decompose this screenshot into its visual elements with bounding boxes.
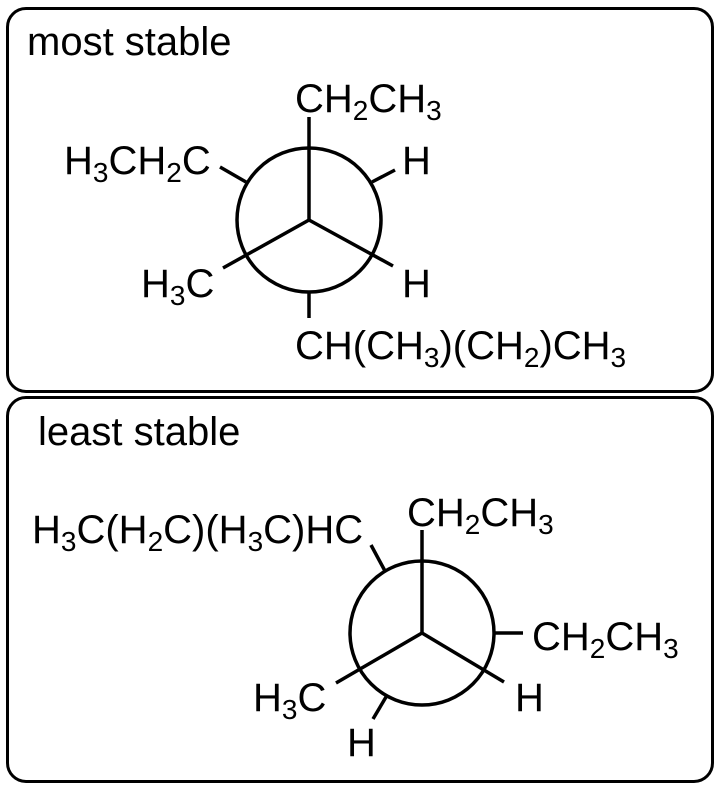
least-front-lower-left-group: H3C — [253, 676, 327, 725]
front-bond-lower-left — [222, 218, 310, 270]
front-bond-lower-left — [335, 631, 423, 685]
back-bond-lower-left — [371, 696, 388, 720]
most-stable-panel — [6, 7, 714, 393]
least-back-upper-left-group: H3C(H2C)(H3C)HC — [32, 508, 364, 557]
most-stable-title: most stable — [27, 20, 232, 64]
most-back-upper-left-group: H3CH2C — [64, 139, 211, 188]
least-stable-title: least stable — [38, 410, 241, 454]
least-front-lower-right-group: H — [515, 676, 544, 720]
most-front-top-group: CH2CH3 — [295, 77, 442, 126]
front-bond-lower-right — [421, 631, 505, 684]
most-front-lower-left-group: H3C — [141, 262, 215, 311]
most-front-lower-right-group: H — [402, 262, 431, 306]
front-bond-lower-right — [308, 218, 394, 268]
least-back-right-group: CH2CH3 — [532, 615, 679, 664]
most-back-upper-right-group: H — [402, 139, 431, 183]
back-bond-upper-left — [219, 165, 247, 184]
back-bond-upper-right — [371, 168, 396, 184]
least-stable-panel — [6, 396, 714, 783]
least-front-top-group: CH2CH3 — [407, 491, 554, 540]
most-back-bottom-group: CH(CH3)(CH2)CH3 — [295, 324, 627, 373]
back-bond-upper-left — [369, 544, 387, 572]
least-back-lower-left-group: H — [347, 721, 376, 765]
